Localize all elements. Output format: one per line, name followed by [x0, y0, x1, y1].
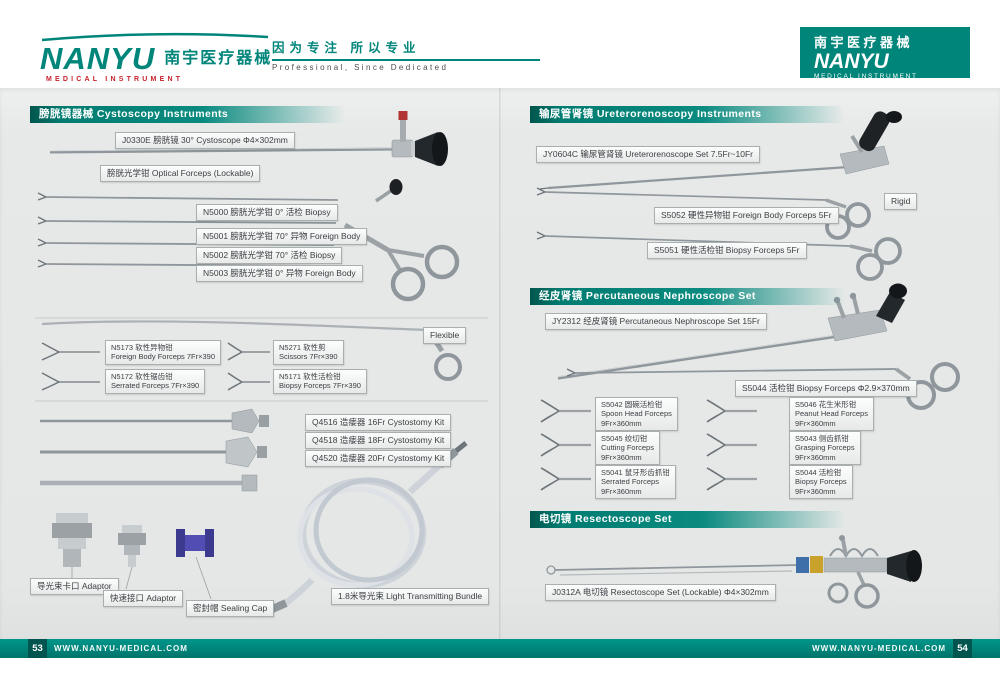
brand-name: NANYU	[40, 41, 156, 76]
page-number-left: 53	[28, 639, 47, 658]
section-rule-lines	[35, 317, 488, 402]
product-label-s5041: S5041 鼠牙形齿抓钳 Serrated Forceps 9Fr×360mm	[595, 465, 676, 500]
footer-url-right: WWW.NANYU-MEDICAL.COM	[812, 644, 946, 653]
footer-bar: 53 WWW.NANYU-MEDICAL.COM WWW.NANYU-MEDIC…	[0, 639, 1000, 658]
product-label-optical-forceps: 膀胱光学钳 Optical Forceps (Lockable)	[100, 165, 261, 183]
page-fold-divider	[499, 88, 501, 639]
product-label-s5045: S5045 绞切钳 Cutting Forceps 9Fr×360mm	[595, 431, 660, 466]
product-label-n5002: N5002 膀胱光学钳 70° 活检 Biopsy	[196, 247, 343, 265]
forceps-tip-illustrations	[540, 399, 757, 491]
product-label-quick-adaptor: 快速接口 Adaptor	[103, 590, 184, 608]
ureteroscope-illustration	[539, 111, 902, 190]
adaptor-illustrations	[52, 513, 214, 600]
brand-subtitle: MEDICAL INSTRUMENT	[46, 76, 184, 83]
product-label-s5043: S5043 侧齿抓钳 Grasping Forceps 9Fr×360mm	[789, 431, 861, 466]
product-label-s5042: S5042 圆碗活检钳 Spoon Head Forceps 9Fr×360mm	[595, 397, 678, 432]
tagline: 因为专注 所以专业 Professional, Since Dedicated	[272, 37, 540, 72]
resectoscope-illustration	[546, 535, 922, 609]
product-label-n5173: N5173 软性异物钳 Foreign Body Forceps 7Fr×390	[105, 340, 222, 365]
product-label-n5000: N5000 膀胱光学钳 0° 活检 Biopsy	[196, 204, 338, 222]
product-label-j0312a: J0312A 电切镜 Resectoscope Set (Lockable) Φ…	[545, 584, 776, 602]
cystostomy-kit-illustration	[40, 408, 269, 492]
product-label-s5044-long: S5044 活检钳 Biopsy Forceps Φ2.9×370mm	[735, 380, 917, 398]
product-label-s5052: S5052 硬性异物钳 Foreign Body Forceps 5Fr	[654, 207, 839, 225]
light-bundle-illustration	[254, 441, 468, 618]
brand-logo: NANYU 南宇医疗器械 MEDICAL INSTRUMENT	[40, 30, 272, 83]
product-label-n5172: N5172 软性锯齿钳 Serrated Forceps 7Fr×390	[105, 369, 206, 394]
brand-right-name: NANYU	[814, 50, 889, 73]
tag-rigid: Rigid	[884, 193, 918, 211]
brand-name-cn: 南宇医疗器械	[164, 50, 273, 67]
product-label-n5001: N5001 膀胱光学钳 70° 异物 Foreign Body	[196, 228, 368, 246]
product-label-s5046: S5046 花生米形钳 Peanut Head Forceps 9Fr×360m…	[789, 397, 874, 432]
product-label-sealing-cap: 密封帽 Sealing Cap	[186, 600, 275, 618]
cystoscope-illustration	[49, 111, 448, 166]
product-label-jy2312: JY2312 经皮肾镜 Percutaneous Nephroscope Set…	[545, 313, 767, 331]
product-label-jy0604c: JY0604C 输尿管肾镜 Ureterorenoscope Set 7.5Fr…	[536, 146, 760, 164]
logo-swoosh-line	[41, 32, 269, 42]
product-label-n5003: N5003 膀胱光学钳 0° 异物 Foreign Body	[196, 265, 363, 283]
product-label-j0330e: J0330E 膀胱镜 30° Cystoscope Φ4×302mm	[115, 132, 295, 150]
brand-right-cn: 南宇医疗器械	[814, 35, 914, 50]
product-label-s5044-short: S5044 活检钳 Biopsy Forceps 9Fr×360mm	[789, 465, 853, 500]
page-number-right: 54	[953, 639, 972, 658]
product-label-q4516: Q4516 造瘘器 16Fr Cystostomy Kit	[305, 414, 452, 432]
tag-flexible: Flexible	[423, 327, 467, 345]
product-label-q4520: Q4520 造瘘器 20Fr Cystostomy Kit	[305, 450, 452, 468]
section-header-resectoscope: 电切镜 Resectoscope Set	[530, 511, 845, 528]
rigid-foreign-body-forceps-illustration	[536, 187, 871, 240]
product-label-q4518: Q4518 造瘘器 18Fr Cystostomy Kit	[305, 432, 452, 450]
section-header-nephroscope: 经皮肾镜 Percutaneous Nephroscope Set	[530, 288, 845, 305]
footer-url-left: WWW.NANYU-MEDICAL.COM	[54, 644, 188, 653]
section-header-ureterorenoscopy: 输尿管肾镜 Ureterorenoscopy Instruments	[530, 106, 845, 123]
brand-logo-right: 南宇医疗器械 NANYU MEDICAL INSTRUMENT	[800, 27, 970, 81]
product-label-s5051: S5051 硬性活检钳 Biopsy Forceps 5Fr	[647, 242, 807, 260]
product-label-light-adaptor: 导光束卡口 Adaptor	[30, 578, 119, 596]
tagline-en: Professional, Since Dedicated	[272, 62, 449, 72]
tagline-cn: 因为专注 所以专业	[272, 41, 421, 55]
product-label-n5171: N5171 软性活检钳 Biopsy Forceps 7Fr×390	[273, 369, 367, 394]
product-label-n5271: N5271 软性剪 Scissors 7Fr×390	[273, 340, 344, 365]
tagline-rule	[272, 59, 540, 61]
brand-right-subtitle: MEDICAL INSTRUMENT	[814, 73, 918, 81]
product-label-light-bundle: 1.8米导光束 Light Transmitting Bundle	[331, 588, 490, 606]
section-header-cystoscopy: 膀胱镜器械 Cystoscopy Instruments	[30, 106, 345, 123]
